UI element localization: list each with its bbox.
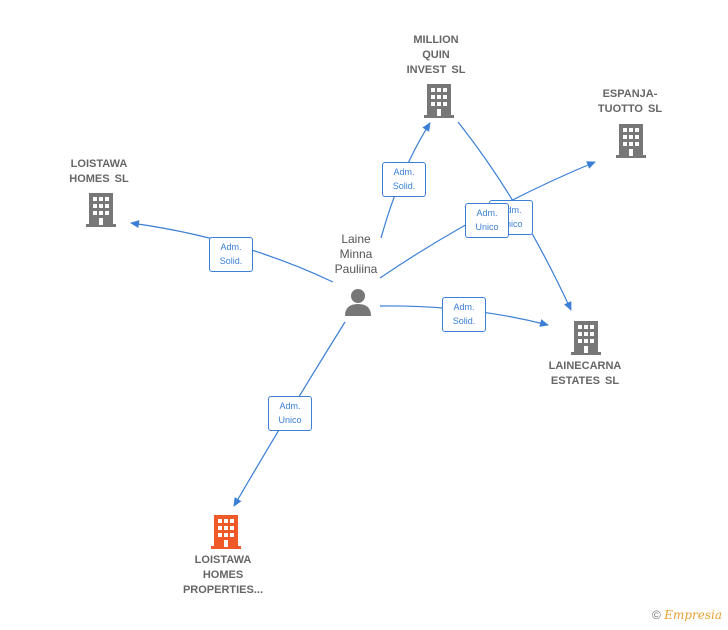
building-icon[interactable] xyxy=(86,193,116,227)
building-icon[interactable] xyxy=(424,84,454,118)
relation-label[interactable]: Adm. Solid. xyxy=(382,162,426,197)
building-icon[interactable] xyxy=(571,321,601,355)
brand-logo: Empresia xyxy=(664,608,722,622)
person-label[interactable]: Laine Minna Pauliina xyxy=(334,232,378,276)
company-label-loistawa[interactable]: LOISTAWA HOMES SL xyxy=(69,158,129,185)
building-icon[interactable] xyxy=(616,124,646,158)
building-icon-highlight[interactable] xyxy=(211,515,241,549)
copyright-icon: © xyxy=(652,608,661,622)
company-label-lainecarna[interactable]: LAINECARNA ESTATES SL xyxy=(548,360,622,387)
company-label-loistawa-properties[interactable]: LOISTAWA HOMES PROPERTIES... xyxy=(182,554,264,596)
person-icon[interactable] xyxy=(344,288,372,316)
relation-label[interactable]: Adm. Unico xyxy=(465,203,509,238)
relation-label[interactable]: Adm. Solid. xyxy=(209,237,253,272)
relation-label[interactable]: Adm. Solid. xyxy=(442,297,486,332)
company-label-espanja[interactable]: ESPANJA- TUOTTO SL xyxy=(597,88,663,115)
watermark: © Empresia xyxy=(652,608,722,622)
company-label-million[interactable]: MILLION QUIN INVEST SL xyxy=(406,34,466,76)
relation-label[interactable]: Adm. Unico xyxy=(268,396,312,431)
